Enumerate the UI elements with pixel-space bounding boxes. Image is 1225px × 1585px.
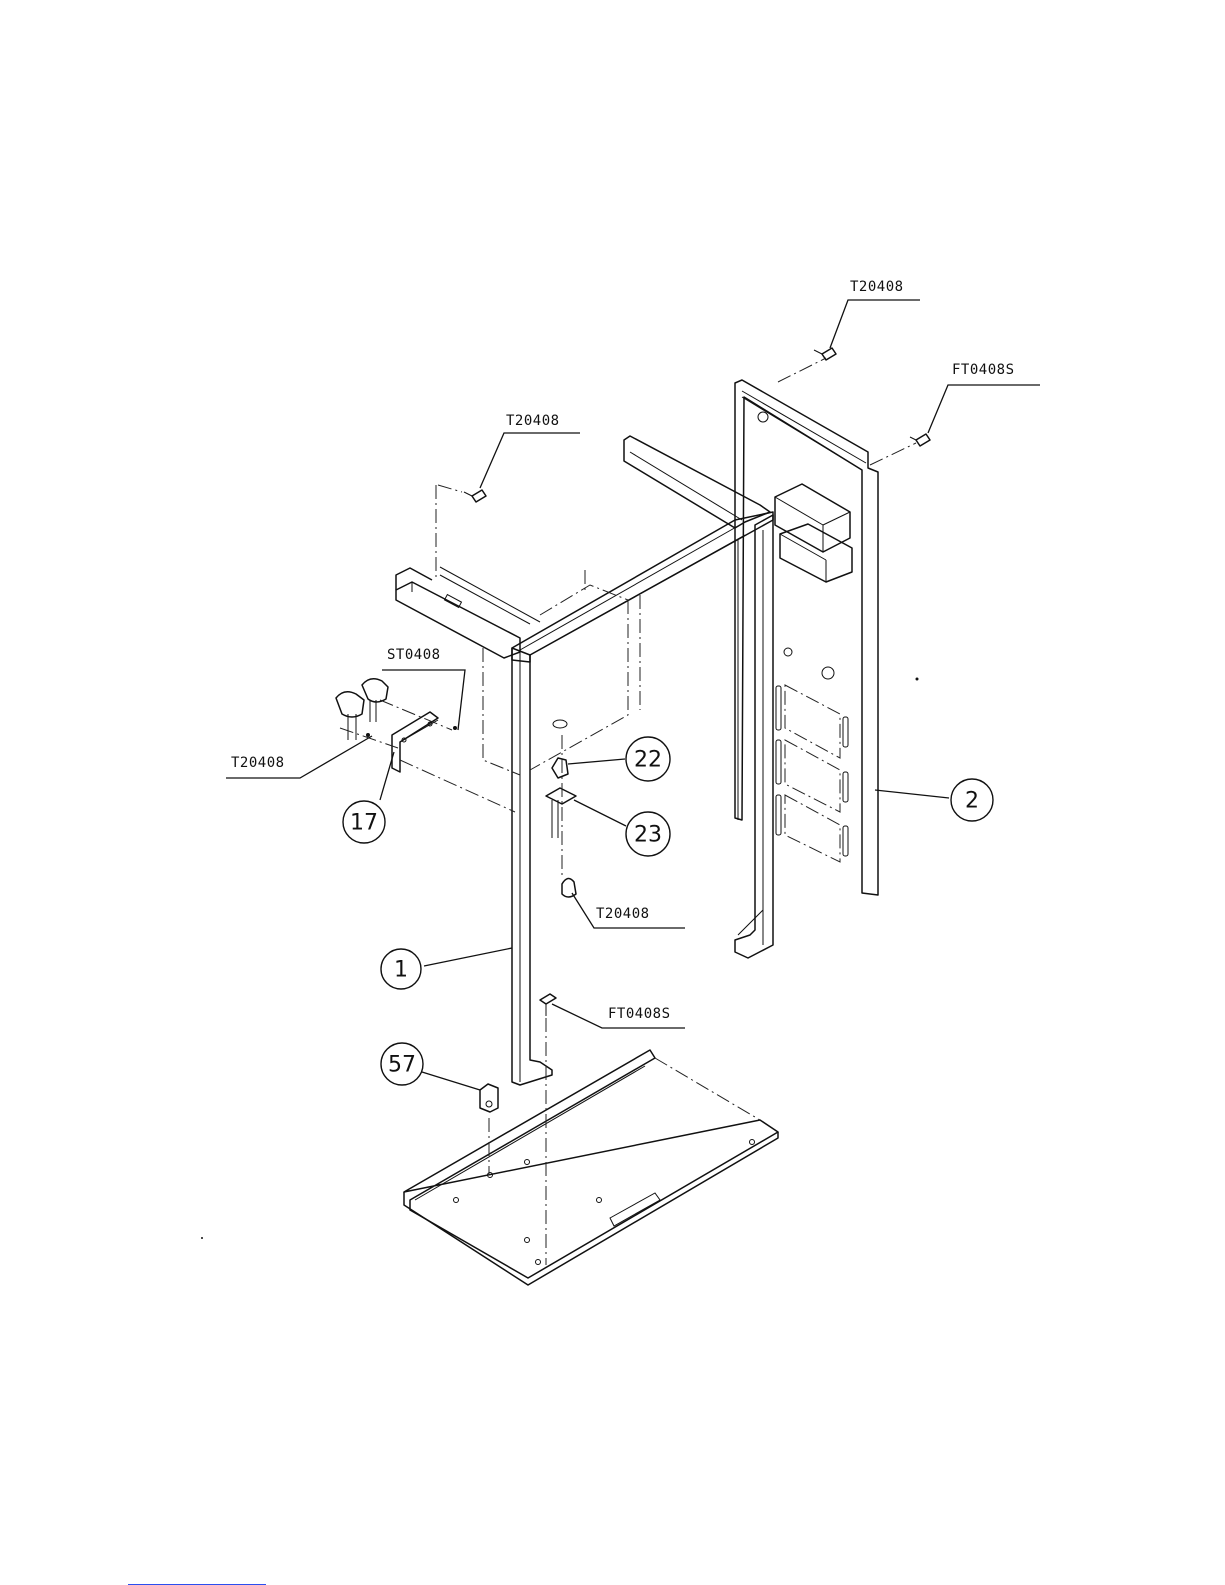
- part-labels: T20408 FT0408S T20408 ST0408 T20408 T204…: [231, 279, 1015, 1022]
- label-st0408: ST0408: [387, 647, 441, 663]
- switch-block: [775, 484, 852, 582]
- callout-57-number: 57: [388, 1053, 416, 1078]
- screw-right: [910, 434, 930, 446]
- label-ft0408s-right: FT0408S: [952, 362, 1015, 378]
- label-t20408-left: T20408: [231, 755, 285, 771]
- base-holes: [454, 1140, 755, 1265]
- callout-1-number: 1: [394, 958, 408, 983]
- screw-top-left: [464, 490, 486, 502]
- callout-23-number: 23: [634, 823, 662, 848]
- callout-17: 17: [343, 801, 385, 843]
- screw-middle: [562, 878, 576, 897]
- callout-2-number: 2: [965, 789, 979, 814]
- base-plate: [404, 1050, 778, 1285]
- callout-22-number: 22: [634, 748, 662, 773]
- leader-lines: [226, 300, 1040, 1090]
- callout-2: 2: [951, 779, 993, 821]
- label-t20408-middle: T20408: [596, 906, 650, 922]
- rear-panel-part-2: [735, 380, 878, 895]
- callout-23: 23: [626, 812, 670, 856]
- label-ft0408s-bottom: FT0408S: [608, 1006, 671, 1022]
- part-22-clip: [552, 720, 568, 778]
- knob-screws: [336, 679, 388, 740]
- scan-specks: [201, 678, 919, 1240]
- label-t20408-top-right: T20408: [850, 279, 904, 295]
- label-t20408-top-left: T20408: [506, 413, 560, 429]
- part-57-fastener: [480, 1084, 498, 1112]
- callout-22: 22: [626, 737, 670, 781]
- callout-57: 57: [381, 1043, 423, 1085]
- part-23-holder: [546, 788, 576, 838]
- panel-cutouts: [776, 685, 848, 862]
- assembly-axes: [340, 358, 916, 1265]
- callout-1: 1: [381, 949, 421, 989]
- callout-17-number: 17: [350, 811, 378, 836]
- frame-part-1: [396, 436, 773, 1085]
